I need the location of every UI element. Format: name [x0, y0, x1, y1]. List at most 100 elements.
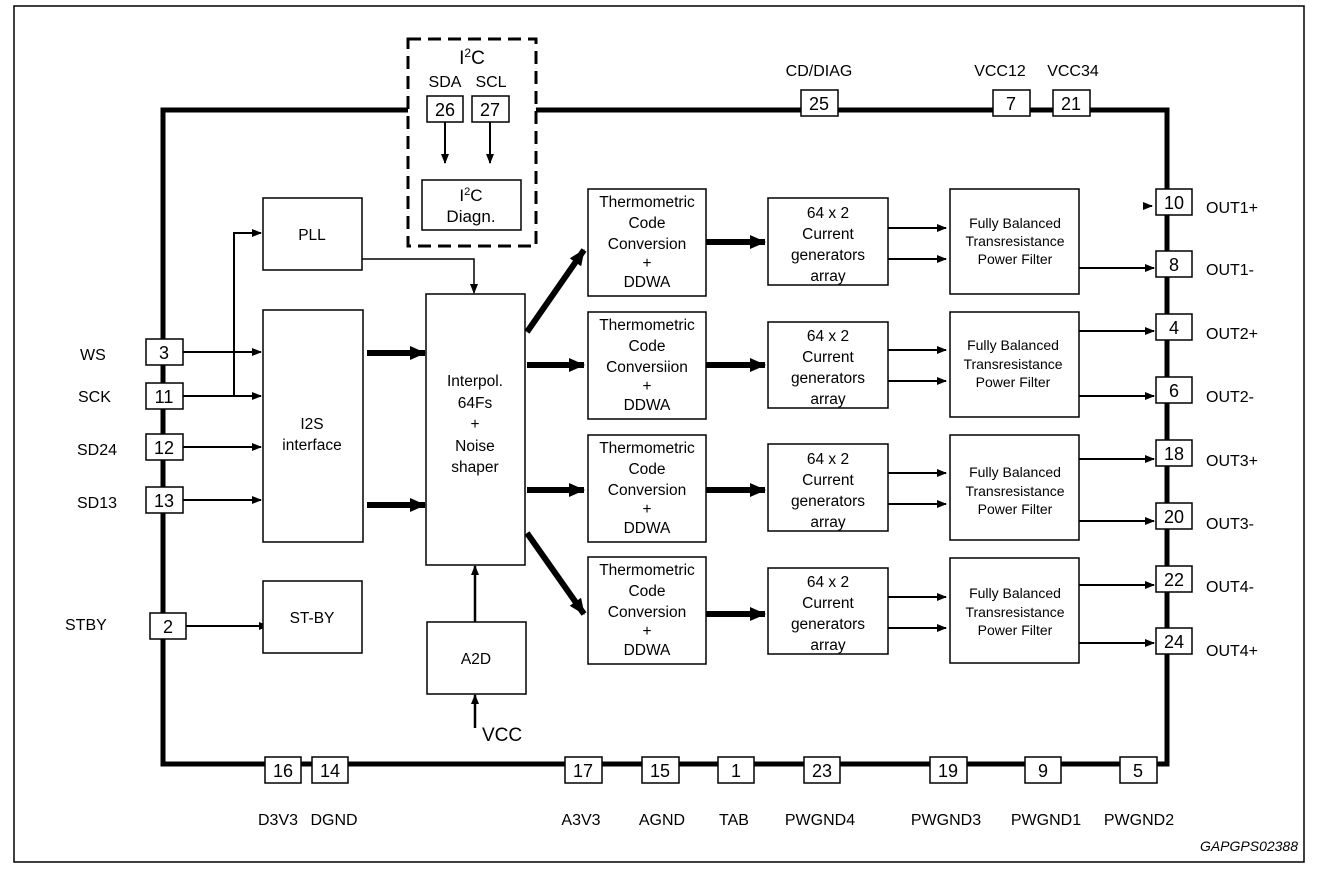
thermo-line: Conversion — [608, 482, 686, 499]
filter-line: Transresistance — [965, 483, 1064, 499]
right-pin-out3-minus: 20 OUT3- — [1155, 502, 1254, 533]
bottom-pin-d3v3: 16 D3V3 — [258, 756, 302, 829]
svg-text:I2C: I2C — [459, 186, 482, 205]
current-line: array — [810, 391, 846, 408]
current-line: array — [810, 514, 846, 531]
bottom-pin-number: 15 — [650, 761, 670, 781]
left-pin-stby: STBY 2 — [65, 612, 187, 640]
right-pin-out2-plus: 4 OUT2+ — [1155, 313, 1258, 343]
right-pin-out4-minus: 22 OUT4- — [1155, 565, 1254, 596]
bottom-pin-label: PWGND4 — [785, 812, 855, 829]
channel-4: Thermometric Code Conversion + DDWA 64 x… — [587, 556, 1080, 665]
left-pin-sd13: SD13 13 — [77, 486, 184, 514]
i2c-diag-label: Diagn. — [446, 207, 495, 226]
left-pin-number: 12 — [154, 438, 174, 458]
left-pin-label: SD13 — [77, 495, 117, 512]
filter-line: Power Filter — [978, 501, 1053, 517]
top-pin-cd-diag: CD/DIAG 25 — [786, 63, 852, 117]
pll-label: PLL — [298, 227, 326, 244]
right-pin-out3-plus: 18 OUT3+ — [1155, 439, 1258, 470]
left-pin-label: STBY — [65, 617, 107, 634]
interp-label-5: shaper — [451, 459, 498, 476]
channel-3: Thermometric Code Conversion + DDWA 64 x… — [587, 434, 1080, 543]
current-line: generators — [791, 616, 865, 633]
power-filter-block — [949, 434, 1080, 541]
thermo-line: Conversiion — [606, 359, 688, 376]
current-line: Current — [802, 226, 854, 243]
bottom-pin-label: TAB — [719, 812, 749, 829]
right-pin-label: OUT3+ — [1206, 453, 1258, 470]
current-generators-block — [767, 197, 889, 286]
thermo-line: DDWA — [624, 520, 671, 537]
thermo-line: + — [642, 255, 651, 272]
filter-line: Fully Balanced — [967, 337, 1059, 353]
left-pin-number: 13 — [154, 491, 174, 511]
thermo-line: + — [642, 623, 651, 640]
right-pin-number: 20 — [1164, 507, 1184, 527]
channel-1: Thermometric Code Conversion + DDWA 64 x… — [587, 188, 1080, 297]
bottom-pin-number: 1 — [731, 761, 741, 781]
bottom-pin-number: 17 — [573, 761, 593, 781]
thermo-line: DDWA — [624, 642, 671, 659]
top-pin-label: VCC34 — [1047, 63, 1099, 80]
power-filter-block — [949, 557, 1080, 664]
top-pin-number: 7 — [1006, 94, 1016, 114]
figure-frame — [13, 5, 1305, 863]
current-line: Current — [802, 595, 854, 612]
thermo-line: Code — [628, 461, 665, 478]
current-line: Current — [802, 472, 854, 489]
current-line: generators — [791, 493, 865, 510]
filter-line: Fully Balanced — [969, 215, 1061, 231]
filter-line: Transresistance — [965, 233, 1064, 249]
thermo-line: Thermometric — [599, 317, 695, 334]
interp-label-4: Noise — [455, 438, 495, 455]
current-line: 64 x 2 — [807, 574, 849, 591]
filter-line: Power Filter — [976, 374, 1051, 390]
left-pin-label: SCK — [78, 389, 111, 406]
right-pin-out4-plus: 24 OUT4+ — [1155, 627, 1258, 660]
channel-2: Thermometric Code Conversiion + DDWA 64 … — [587, 311, 1080, 420]
filter-line: Transresistance — [965, 604, 1064, 620]
bottom-pin-agnd: 15 AGND — [639, 756, 685, 829]
bottom-pin-label: PWGND1 — [1011, 812, 1081, 829]
left-pin-label: WS — [80, 347, 106, 364]
current-line: Current — [802, 349, 854, 366]
svg-text:I2C: I2C — [459, 46, 485, 69]
right-pin-label: OUT4- — [1206, 579, 1254, 596]
sda-label: SDA — [429, 74, 462, 91]
i2c-diag-block — [421, 179, 522, 231]
current-line: 64 x 2 — [807, 328, 849, 345]
current-line: 64 x 2 — [807, 205, 849, 222]
i2c-region: I2C SDA SCL 26 27 I2C Diagn. — [406, 37, 538, 248]
bottom-pin-number: 23 — [812, 761, 832, 781]
top-pin-label: VCC12 — [974, 63, 1026, 80]
i2s-label-1: I2S — [300, 416, 323, 433]
right-pin-label: OUT3- — [1206, 516, 1254, 533]
right-pin-out1-minus: 8 OUT1- — [1155, 250, 1254, 279]
right-pin-number: 18 — [1164, 444, 1184, 464]
interp-label-2: 64Fs — [458, 395, 493, 412]
bottom-pin-label: DGND — [310, 812, 357, 829]
right-pin-out2-minus: 6 OUT2- — [1155, 376, 1254, 406]
current-line: generators — [791, 370, 865, 387]
filter-line: Power Filter — [978, 622, 1053, 638]
right-pin-label: OUT4+ — [1206, 643, 1258, 660]
right-pin-number: 6 — [1169, 381, 1179, 401]
bottom-pin-pwgnd4: 23 PWGND4 — [785, 756, 855, 829]
current-generators-block — [767, 443, 889, 532]
thermometric-block — [587, 434, 707, 543]
thermo-line: + — [642, 378, 651, 395]
left-pin-ws: WS 3 — [80, 338, 184, 366]
thermometric-block — [587, 311, 707, 420]
current-line: 64 x 2 — [807, 451, 849, 468]
left-pin-number: 2 — [163, 617, 173, 637]
i2s-interface-block — [262, 309, 364, 543]
right-pin-number: 22 — [1164, 570, 1184, 590]
i2c-title-sup: 2 — [464, 46, 471, 60]
right-pin-number: 4 — [1169, 318, 1179, 338]
bottom-pin-number: 16 — [273, 761, 293, 781]
power-filter-block — [949, 188, 1080, 295]
bottom-pin-a3v3: 17 A3V3 — [561, 756, 603, 829]
thermo-line: Code — [628, 338, 665, 355]
